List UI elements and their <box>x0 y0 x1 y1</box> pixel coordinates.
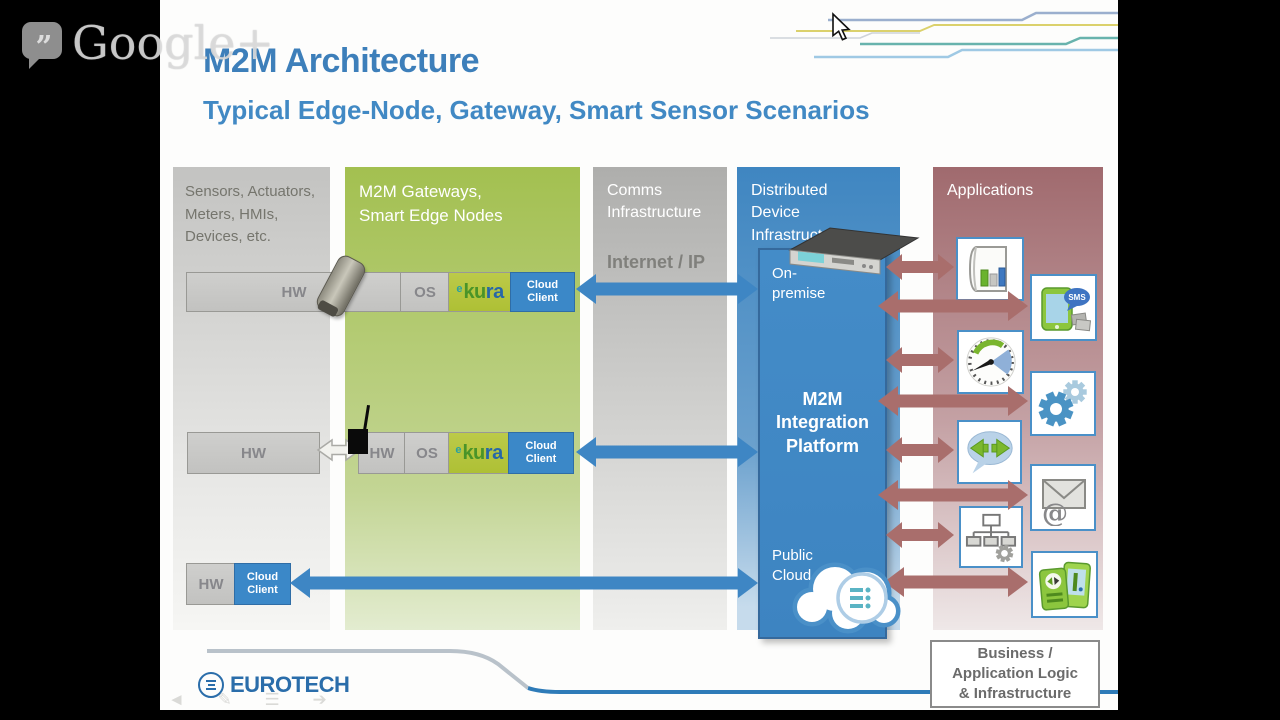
column-comms-label: Comms Infrastructure <box>607 182 702 222</box>
sms-text: SMS <box>1068 293 1086 302</box>
hangouts-bubble-icon: ’’ <box>22 22 62 69</box>
gears-icon <box>1030 371 1096 436</box>
hw-box-row1: HW <box>186 272 402 312</box>
cloud-client-label: Cloud Client <box>525 440 557 465</box>
gears-glyph <box>1035 379 1087 431</box>
report-chart-glyph <box>968 246 1007 292</box>
column-sensors: Sensors, Actuators, Meters, HMIs, Device… <box>173 167 330 630</box>
os-box-row2: OS <box>404 432 450 474</box>
hw-label: HW <box>198 575 224 593</box>
kura-box-row2: ekura <box>448 432 510 474</box>
org-chart-icon <box>959 506 1023 568</box>
mobile-apps-glyph <box>1038 561 1091 611</box>
chat-sync-icon <box>957 420 1022 484</box>
cloud-client-box-row3: Cloud Client <box>234 563 291 605</box>
kura-logo: ekura <box>455 441 503 464</box>
public-cloud-label: Public Cloud <box>772 547 813 585</box>
slide-subtitle: Typical Edge-Node, Gateway, Smart Sensor… <box>203 95 870 125</box>
column-gateways: M2M Gateways, Smart Edge Nodes <box>345 167 580 630</box>
integration-platform-label: M2M Integration Platform <box>776 389 869 456</box>
os-box-row1: OS <box>400 272 450 312</box>
email-glyph: @ <box>1042 478 1086 526</box>
column-ddi-label: Distributed Device Infrastructure <box>751 182 846 244</box>
column-gateways-label: M2M Gateways, Smart Edge Nodes <box>359 182 503 225</box>
business-logic-box: Business / Application Logic & Infrastru… <box>930 640 1100 708</box>
column-applications-label: Applications <box>947 182 1034 199</box>
m2m-platform-box: On- premise M2M Integration Platform Pub… <box>758 248 887 639</box>
report-chart-icon <box>956 237 1024 301</box>
eurotech-logo-text: EUROTECH <box>230 672 350 697</box>
column-sensors-label: Sensors, Actuators, Meters, HMIs, Device… <box>185 183 316 245</box>
hw-label: HW <box>369 444 395 462</box>
email-icon: @ <box>1030 464 1096 531</box>
cloud-client-box-row1: Cloud Client <box>510 272 575 312</box>
mouse-cursor <box>832 12 851 41</box>
wireless-device-image <box>348 404 370 454</box>
org-chart-glyph <box>965 513 1017 563</box>
eurotech-logo: EUROTECH <box>198 672 350 698</box>
hw-label: HW <box>241 444 266 462</box>
os-label: OS <box>414 283 436 301</box>
kura-logo: ekura <box>456 280 504 303</box>
chat-sync-glyph <box>966 431 1013 474</box>
slide-title: M2M Architecture <box>203 42 480 80</box>
sms-phone-glyph: SMS <box>1040 286 1091 331</box>
gauge-glyph <box>965 337 1016 387</box>
column-comms: Comms Infrastructure Internet / IP <box>593 167 727 630</box>
hw-box-row3: HW <box>186 563 236 605</box>
kura-box-row1: ekura <box>448 272 512 312</box>
hw-label: HW <box>281 283 307 301</box>
business-logic-label: Business / Application Logic & Infrastru… <box>952 644 1078 703</box>
google-plus-logo-text: Google+ <box>72 16 275 70</box>
google-plus-watermark: ’’ Google+ <box>22 16 274 70</box>
gauge-icon <box>957 330 1024 394</box>
internet-ip-label: Internet / IP <box>607 251 706 272</box>
cloud-client-box-row2: Cloud Client <box>508 432 574 474</box>
circuit-lines-decoration <box>770 11 1118 59</box>
on-premise-label: On- premise <box>772 265 826 303</box>
os-label: OS <box>416 444 438 462</box>
mobile-apps-icon <box>1031 551 1098 618</box>
cloud-client-label: Cloud Client <box>526 279 559 304</box>
sms-phone-icon: SMS <box>1030 274 1097 341</box>
presentation-slide: M2M Architecture Typical Edge-Node, Gate… <box>160 0 1118 710</box>
eurotech-circle-icon <box>198 672 224 698</box>
at-sign: @ <box>1042 499 1068 526</box>
hw-box-row2-left: HW <box>187 432 320 474</box>
cloud-client-label: Cloud Client <box>246 571 279 596</box>
